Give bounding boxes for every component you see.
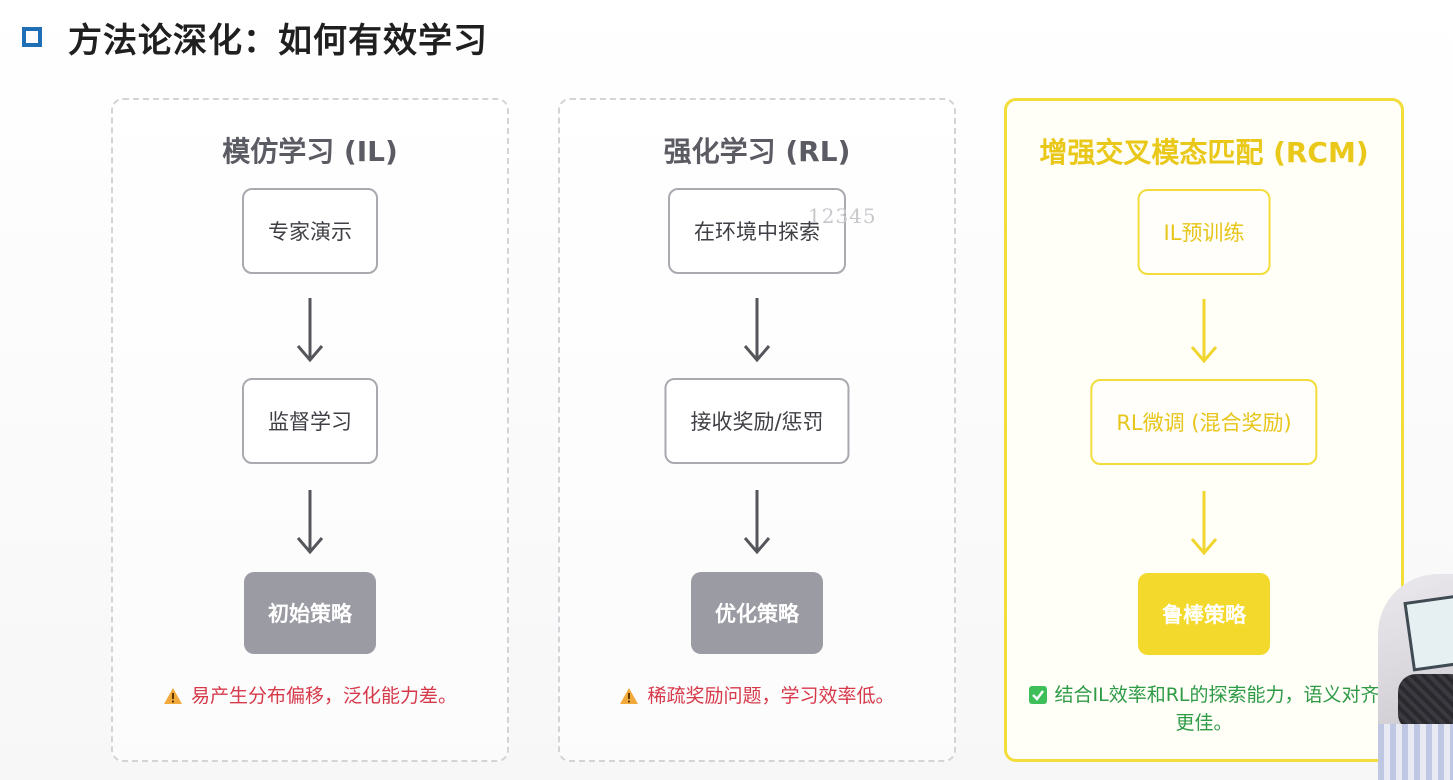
step-node: IL预训练 [1137,189,1271,275]
step-node: 监督学习 [242,378,378,464]
step-node: 专家演示 [242,188,378,274]
arrow-down-icon [1190,491,1218,556]
note-text: 结合IL效率和RL的探索能力，语义对齐更佳。 [1054,684,1380,734]
square-bullet-icon [22,27,42,47]
panel-note: 稀疏奖励问题，学习效率低。 [580,682,934,710]
result-node: 初始策略 [244,572,376,654]
panel-rcm: 增强交叉模态匹配 (RCM) IL预训练 RL微调 (混合奖励) 鲁棒策略 结合… [1004,98,1404,762]
person-image [1378,724,1453,780]
arrow-down-icon [743,490,771,555]
chair-image [1398,674,1453,732]
panel-title: 强化学习 (RL) [663,135,851,168]
step-node: 在环境中探索 [668,188,846,274]
arrow-down-icon [296,298,324,363]
slide-header: 方法论深化：如何有效学习 [22,14,488,61]
panel-title: 模仿学习 (IL) [222,135,398,168]
arrow-down-icon [296,490,324,555]
arrow-down-icon [743,298,771,363]
panel-reinforcement-learning: 强化学习 (RL) 在环境中探索 接收奖励/惩罚 优化策略 稀疏奖励问题，学习效… [558,98,956,762]
arrow-down-icon [1190,299,1218,364]
panel-title: 增强交叉模态匹配 (RCM) [1039,136,1369,169]
presenter-video-thumbnail [1378,574,1453,780]
panel-note: 结合IL效率和RL的探索能力，语义对齐更佳。 [1027,681,1381,737]
warning-icon [163,688,182,704]
note-text: 稀疏奖励问题，学习效率低。 [647,685,895,707]
step-node: 接收奖励/惩罚 [664,378,850,464]
result-node: 优化策略 [691,572,823,654]
note-text: 易产生分布偏移，泛化能力差。 [190,685,457,707]
watermark-text: 12345 [808,204,877,228]
panel-imitation-learning: 模仿学习 (IL) 专家演示 监督学习 初始策略 易产生分布偏移，泛化能力差。 [111,98,509,762]
panel-note: 易产生分布偏移，泛化能力差。 [133,682,487,710]
check-icon [1028,686,1047,704]
page-title: 方法论深化：如何有效学习 [68,20,488,61]
step-node: RL微调 (混合奖励) [1090,379,1318,465]
warning-icon [620,688,639,704]
monitor-image [1403,594,1453,672]
result-node: 鲁棒策略 [1138,573,1270,655]
